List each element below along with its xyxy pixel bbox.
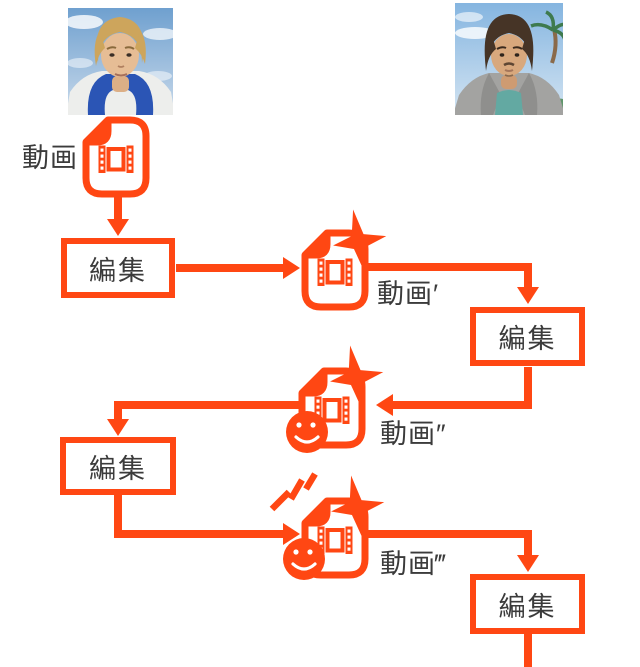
arrowhead-right-icon: [283, 523, 300, 545]
edit-box-2: 編集: [470, 307, 585, 366]
smiley-face-icon: [284, 409, 330, 455]
arrowhead-down-icon: [107, 419, 129, 436]
edit-box-4-label: 編集: [498, 591, 557, 622]
arrowhead-down-icon: [517, 287, 539, 304]
flow-connector-lines: [114, 196, 532, 667]
connector-video4-to-edit4: [366, 530, 532, 557]
connector-edit3-to-video4: [114, 494, 285, 538]
arrowhead-left-icon: [376, 394, 393, 416]
person-photo-left-image: [65, 8, 177, 115]
connector-video2-to-edit2: [366, 263, 532, 289]
connector-edit2-to-video3: [391, 367, 532, 409]
label-video-original: 動画: [22, 143, 78, 173]
edit-box-1: 編集: [61, 238, 175, 298]
edit-box-3-label: 編集: [89, 453, 147, 484]
flow-arrowheads: [107, 219, 539, 572]
arrowhead-down-icon: [107, 219, 129, 236]
arrowhead-down-icon: [517, 555, 539, 572]
shine-lines-icon: [269, 472, 318, 512]
edit-box-4: 編集: [470, 574, 585, 634]
label-video-triple-prime: 動画‴: [380, 549, 447, 579]
arrowhead-right-icon: [283, 257, 300, 279]
video-file-icon: [85, 119, 146, 194]
edit-box-3: 編集: [60, 437, 176, 495]
label-video-double-prime: 動画″: [380, 419, 447, 449]
edit-box-2-label: 編集: [498, 324, 557, 354]
connector-video3-to-edit3: [114, 401, 301, 421]
label-video-prime: 動画′: [377, 279, 440, 309]
person-photo-right: [453, 3, 569, 115]
person-photo-left: [65, 8, 177, 115]
smiley-face-icon: [281, 536, 327, 582]
edit-box-1-label: 編集: [89, 255, 147, 286]
person-photo-right-image: [453, 3, 569, 115]
